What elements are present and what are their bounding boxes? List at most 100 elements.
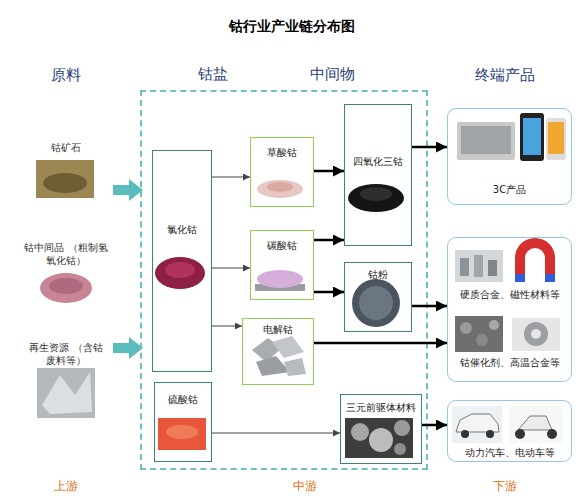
process-box: 硫酸钴 <box>154 382 212 462</box>
flow-arrow <box>412 146 447 149</box>
process-box: 碳酸钴 <box>250 230 314 300</box>
particle <box>351 423 369 441</box>
metal-flake <box>284 358 306 376</box>
flow-arrow <box>422 424 447 427</box>
column-header: 钴盐 <box>188 65 238 84</box>
metal-flake <box>256 356 290 376</box>
pellet <box>460 322 472 334</box>
scrap-photo <box>37 368 95 418</box>
powder-dish <box>352 279 400 327</box>
phone-screen <box>548 122 564 154</box>
oxalate-image <box>257 180 303 198</box>
box-label: 草酸钴 <box>251 146 313 159</box>
box-label: 三元前驱体材料 <box>341 401 421 414</box>
particle <box>369 428 393 452</box>
process-box: 四氧化三钴 <box>344 104 412 246</box>
material-caption: 钴矿石 <box>31 141 101 154</box>
column-header: 中间物 <box>297 65 367 84</box>
column-header: 终端产品 <box>460 66 550 85</box>
alloy-image <box>455 238 555 282</box>
particle <box>394 420 410 436</box>
oxide-image <box>348 184 404 212</box>
ore-photo <box>36 160 94 198</box>
carbonate-image <box>255 270 305 291</box>
pellet <box>489 320 499 330</box>
scrap-foil <box>42 372 92 414</box>
precursor-image <box>345 418 413 458</box>
hydroxide-image <box>40 273 92 303</box>
flow-arrow <box>314 170 344 173</box>
scooter <box>518 416 552 430</box>
powder-heap <box>49 278 83 294</box>
pellet <box>476 334 488 346</box>
magnet-pole <box>545 274 555 282</box>
box-label: 3C产品 <box>448 183 571 196</box>
process-box: 钴粉 <box>344 262 412 332</box>
powder-dish <box>359 286 393 320</box>
diagram-title: 钴行业产业链分布图 <box>0 17 583 35</box>
alloy-part <box>474 255 483 277</box>
flow-arrow <box>212 326 242 327</box>
particle <box>394 443 406 455</box>
powder-heap <box>155 257 205 289</box>
alloy-part <box>488 260 497 276</box>
wheel <box>461 430 469 438</box>
car-photo <box>452 406 502 443</box>
process-box: 草酸钴 <box>250 137 314 207</box>
product-box: 动力汽车、电动车等 <box>447 400 572 462</box>
powder-heap <box>40 273 92 303</box>
flow-arrow <box>314 239 344 242</box>
scooter-photo <box>510 406 562 443</box>
powder-image <box>352 279 400 327</box>
superalloy-photo <box>512 318 560 351</box>
powder-heap <box>166 425 198 439</box>
wheel <box>515 429 525 439</box>
magnet <box>515 238 555 280</box>
flow-arrow <box>314 342 447 345</box>
phone-screen <box>523 118 541 155</box>
column-header: 原料 <box>36 66 96 85</box>
powder-heap <box>257 270 303 288</box>
gear <box>524 322 548 346</box>
flow-arrow <box>212 433 340 434</box>
metal-flake <box>272 336 304 358</box>
catalyst-photo <box>455 316 503 352</box>
powder-heap <box>360 187 392 201</box>
box-label: 碳酸钴 <box>251 239 313 252</box>
box-label: 电解钴 <box>243 323 313 336</box>
alloy-part <box>460 258 469 276</box>
phone <box>520 113 544 161</box>
wheel <box>486 430 494 438</box>
box-label: 硬质合金、磁性材料等 <box>448 288 571 301</box>
box-label: 动力汽车、电动车等 <box>448 446 571 459</box>
box-label: 硫酸钴 <box>155 393 211 406</box>
flow-arrow <box>314 291 344 294</box>
stage-label: 中游 <box>280 479 330 494</box>
alloy-photo <box>455 250 503 282</box>
powder-heap <box>348 184 404 212</box>
laptop <box>457 122 515 160</box>
process-box: 三元前驱体材料 <box>340 394 422 464</box>
powder-photo <box>158 418 206 450</box>
stage-frame: 钴盐中间物氯化钴草酸钴碳酸钴电解钴硫酸钴四氧化三钴钴粉三元前驱体材料 <box>140 90 428 470</box>
powder-heap <box>165 262 195 278</box>
catalyst-image <box>455 316 560 352</box>
box-label: 四氧化三钴 <box>345 155 411 168</box>
scrap-image <box>37 368 95 418</box>
car <box>456 414 499 432</box>
product-box: 3C产品 <box>447 108 572 205</box>
chloride-image <box>155 257 205 289</box>
material-caption: 钴中间品 （粗制氢氧化钴） <box>21 241 111 267</box>
box-label: 钴粉 <box>345 268 411 281</box>
box-label: 钴催化剂、高温合金等 <box>448 356 571 369</box>
process-box: 氯化钴 <box>152 150 212 372</box>
electrolytic-image <box>252 336 306 376</box>
phone <box>546 118 566 160</box>
box-label: 氯化钴 <box>153 223 211 236</box>
product-box: 硬质合金、磁性材料等钴催化剂、高温合金等 <box>447 237 572 382</box>
vehicle-image <box>452 406 562 443</box>
material-caption: 再生资源 （含钴废料等） <box>26 341 106 367</box>
magnet-pole <box>515 274 525 282</box>
stage-label: 下游 <box>480 479 530 494</box>
